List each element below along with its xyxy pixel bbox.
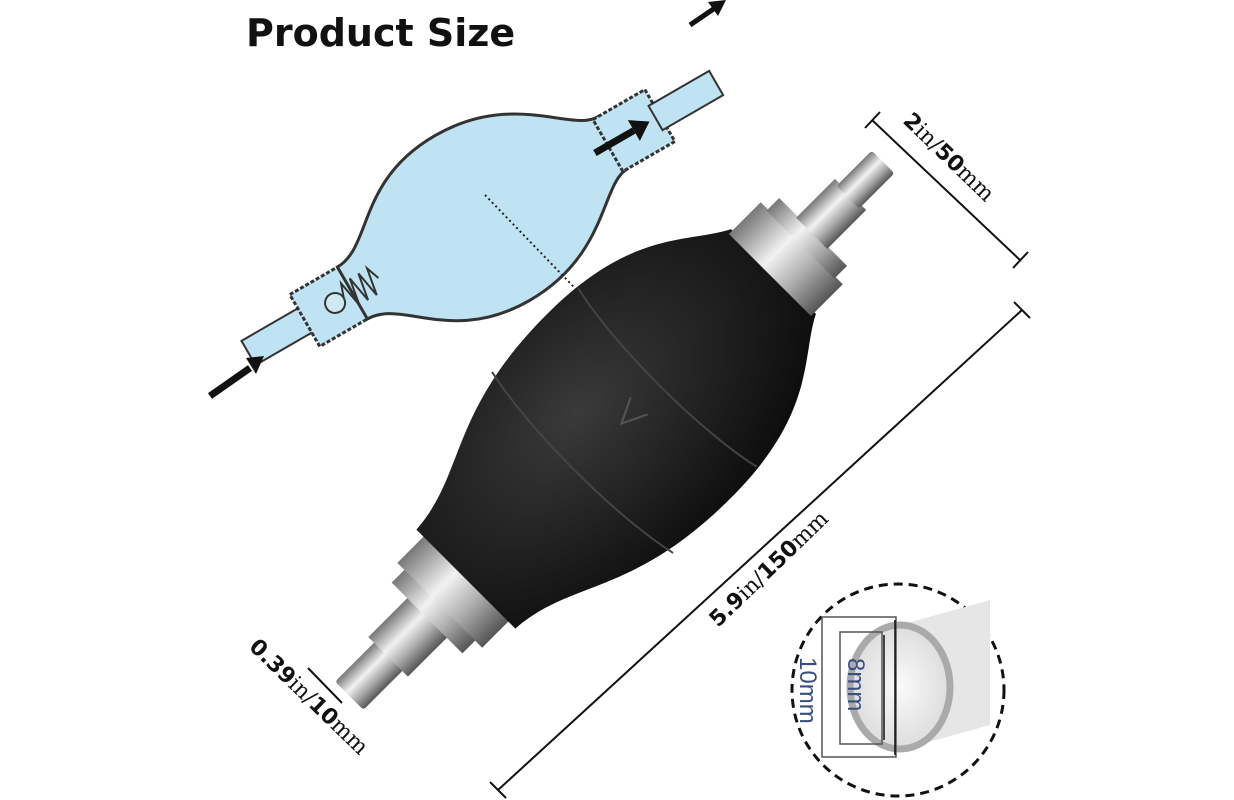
- svg-text:5.9in/150mm: 5.9in/150mm: [705, 506, 834, 632]
- title: Product Size: [246, 11, 515, 55]
- leader-line: [484, 194, 626, 341]
- dimension-outlet-width: 2in/50mm: [864, 108, 1029, 269]
- cross-section-diagram: [240, 69, 725, 367]
- inner-diameter-label: 8mm: [842, 658, 869, 711]
- inlet-arrow-icon: [207, 365, 253, 399]
- tube-detail-inset: 10mm 8mm: [790, 582, 1006, 798]
- outlet-arrow-icon: [688, 5, 717, 28]
- primer-bulb-pump: [336, 151, 894, 709]
- flow-arrow-icon: [593, 127, 636, 157]
- outer-diameter-label: 10mm: [794, 657, 821, 724]
